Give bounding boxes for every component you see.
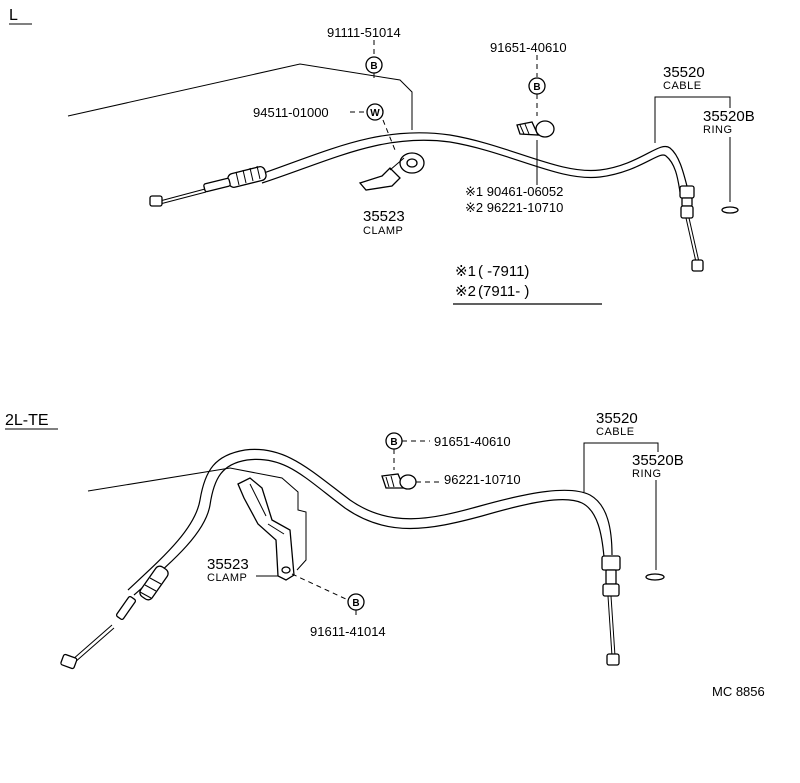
- svg-text:B: B: [352, 598, 359, 609]
- clip-part-96221: [381, 473, 417, 490]
- catalog-code: MC 8856: [712, 684, 765, 699]
- svg-text:W: W: [370, 108, 380, 119]
- ring-number-35520b: 35520B: [703, 108, 755, 125]
- cable-end-right-2: [601, 555, 621, 666]
- ring-part: [721, 206, 739, 214]
- legend-mark-2: ※2: [455, 283, 476, 300]
- ring-part-b: [645, 573, 665, 581]
- part-number-91111-51014: 91111-51014: [327, 25, 401, 40]
- svg-text:B: B: [390, 437, 397, 448]
- section-2l-te-label: 2L-TE: [5, 412, 49, 429]
- bolt-b-icon-2: B: [347, 593, 365, 611]
- part-number-91651-40610: 91651-40610: [490, 40, 567, 55]
- legend: ※1 ( -7911) ※2 (7911- ): [453, 263, 602, 305]
- cable-number-35520: 35520: [663, 64, 705, 81]
- clamp-number-35523: 35523: [363, 208, 405, 225]
- clamp-label: CLAMP: [363, 225, 403, 237]
- section-l-label: L: [9, 7, 18, 24]
- clamp-bracket-35523: [237, 477, 295, 581]
- clamp-number-35523-b: 35523: [207, 556, 249, 573]
- legend-mark-1: ※1: [455, 263, 476, 280]
- alt-part-1: ※1 90461-06052: [465, 184, 563, 199]
- bolt-b-icon: B: [365, 56, 383, 74]
- clip-part: [516, 120, 555, 138]
- cable-label: CABLE: [663, 80, 702, 92]
- part-number-96221-10710: 96221-10710: [444, 472, 521, 487]
- nut-b-icon-2: B: [385, 432, 403, 450]
- cable-end-left-2: [60, 565, 169, 670]
- alt-part-2: ※2 96221-10710: [465, 200, 563, 215]
- ring-label-b: RING: [632, 468, 662, 480]
- legend-text-1: ( -7911): [478, 263, 529, 280]
- section-l: L 91111-51014 B 94511-01000 W 91651-4061…: [9, 7, 755, 305]
- cable-end-right: [679, 185, 704, 272]
- cable-label-b: CABLE: [596, 426, 635, 438]
- cable-number-35520-b: 35520: [596, 410, 638, 427]
- cable-end-left: [149, 165, 267, 207]
- section-2l-te: 2L-TE 35523 CLAMP: [5, 410, 765, 699]
- part-number-91611-41014: 91611-41014: [310, 624, 386, 639]
- svg-text:B: B: [370, 61, 377, 72]
- part-number-94511-01000: 94511-01000: [253, 105, 329, 120]
- svg-text:B: B: [533, 82, 540, 93]
- ring-label: RING: [703, 124, 733, 136]
- washer-w-icon: W: [366, 103, 384, 121]
- part-number-91651-40610-b: 91651-40610: [434, 434, 511, 449]
- clamp-label-b: CLAMP: [207, 572, 247, 584]
- nut-b-icon: B: [528, 77, 546, 95]
- clamp-35523: [358, 152, 425, 191]
- legend-text-2: (7911- ): [478, 283, 529, 300]
- ring-number-35520b-b: 35520B: [632, 452, 684, 469]
